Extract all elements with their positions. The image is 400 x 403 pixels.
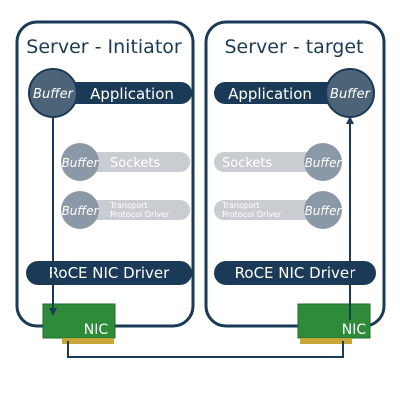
left-transport-label-2: Protocol Driver xyxy=(110,210,170,219)
right-transport-bar xyxy=(214,200,324,220)
left-server: Server - Initiator Application Buffer So… xyxy=(15,20,195,344)
left-buffer-transport-label: Buffer xyxy=(62,204,100,218)
left-sockets-bar xyxy=(80,152,190,172)
left-transport-bar xyxy=(80,200,190,220)
network-link xyxy=(67,341,344,358)
right-buffer-sockets-icon xyxy=(304,143,342,181)
right-buffer-main-label: Buffer xyxy=(330,87,372,102)
left-buffer-main-icon xyxy=(28,68,78,118)
left-buffer-sockets-icon xyxy=(61,143,99,181)
left-server-title: Server - Initiator xyxy=(26,36,182,58)
left-buffer-main-label: Buffer xyxy=(33,87,75,102)
right-application-label: Application xyxy=(228,85,312,103)
right-sockets-bar xyxy=(214,152,324,172)
right-application-bar xyxy=(214,82,344,104)
left-driver-bar xyxy=(26,261,192,285)
right-nic-card xyxy=(297,303,371,339)
left-application-bar xyxy=(60,82,192,104)
right-buffer-sockets-label: Buffer xyxy=(305,156,343,170)
right-driver-label: RoCE NIC Driver xyxy=(235,264,357,282)
data-path xyxy=(49,116,354,358)
right-transport-label-1: Transport xyxy=(221,201,260,210)
left-sockets-label: Sockets xyxy=(110,156,161,171)
right-buffer-transport-label: Buffer xyxy=(305,204,343,218)
right-server-title: Server - target xyxy=(224,36,363,58)
left-buffer-sockets-label: Buffer xyxy=(62,156,100,170)
right-driver-bar xyxy=(214,261,376,285)
left-nic-connector xyxy=(62,338,114,344)
right-nic-connector xyxy=(300,338,352,344)
right-buffer-transport-icon xyxy=(304,191,342,229)
right-transport-label-2: Protocol Driver xyxy=(222,210,282,219)
right-server: Server - target Application Buffer Socke… xyxy=(204,20,386,344)
left-application-label: Application xyxy=(90,85,174,103)
right-sockets-label: Sockets xyxy=(222,156,273,171)
left-nic-label: NIC xyxy=(84,322,109,338)
left-transport-label-1: Transport xyxy=(109,201,148,210)
right-nic-label: NIC xyxy=(342,322,367,338)
left-buffer-transport-icon xyxy=(61,191,99,229)
left-driver-label: RoCE NIC Driver xyxy=(49,264,171,282)
